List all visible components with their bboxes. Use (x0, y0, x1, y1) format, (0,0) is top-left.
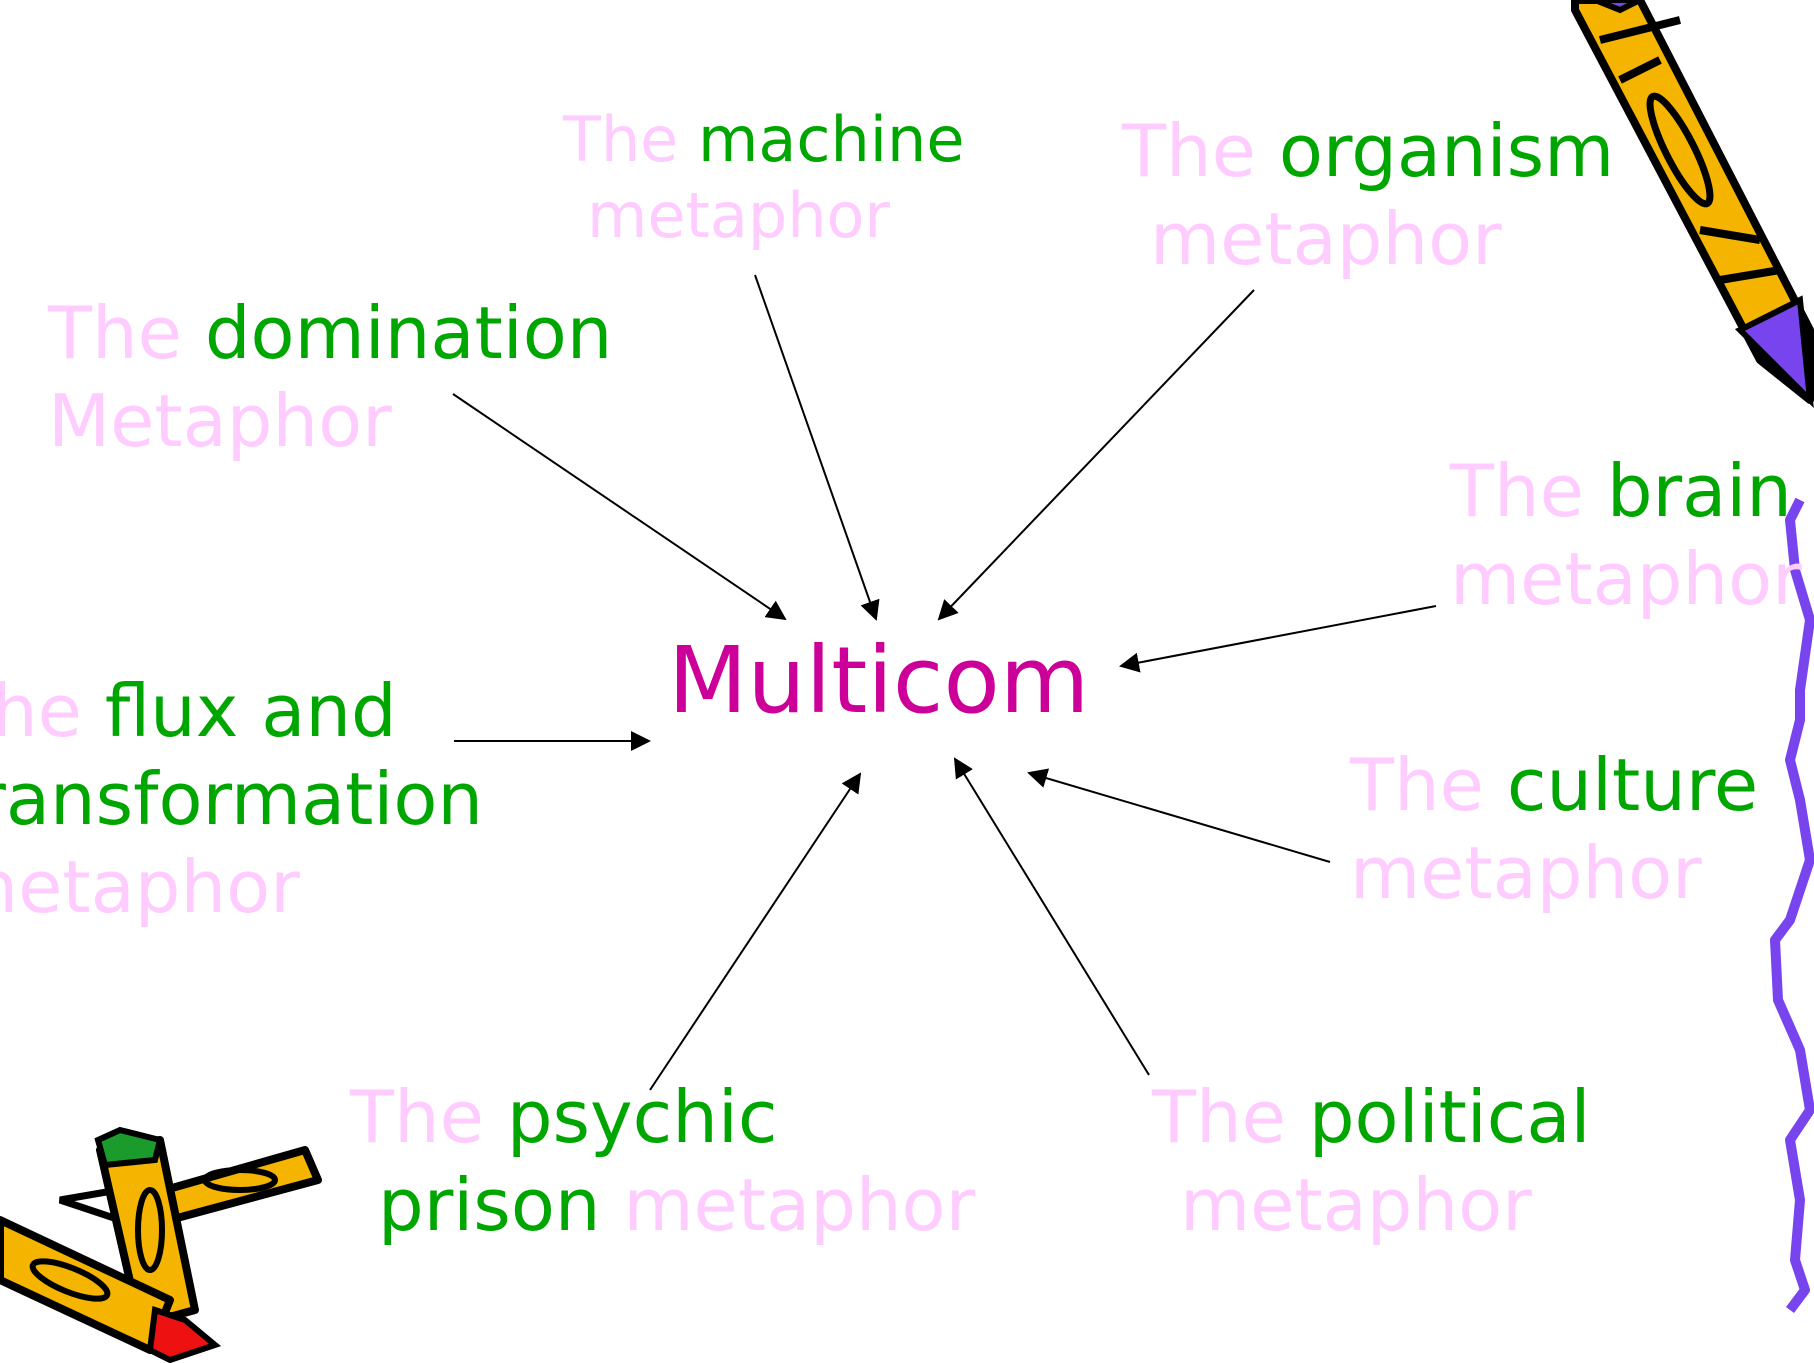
node-brain: The brain metaphor (1450, 449, 1802, 621)
pencil-icon (1571, 0, 1814, 409)
node-political: The political metaphor (1152, 1075, 1591, 1247)
node-flux: The flux and transformation metaphor (0, 669, 484, 929)
arrow-machine (754, 274, 880, 621)
arrow-brain (1119, 605, 1437, 673)
arrow-psychic (649, 772, 862, 1091)
pencils-icon (0, 1126, 322, 1363)
node-domination: The domination Metaphor (48, 291, 613, 463)
squiggle-icon (1770, 497, 1814, 1313)
arrow-organism (937, 289, 1255, 621)
node-organism: The organism metaphor (1122, 109, 1615, 281)
node-psychic: The psychic prison metaphor (350, 1075, 976, 1247)
arrow-culture (1027, 768, 1331, 863)
node-culture: The culture metaphor (1350, 743, 1759, 915)
center-node: Multicom (668, 627, 1090, 734)
arrow-political (953, 757, 1150, 1076)
node-machine: The machine metaphor (563, 103, 965, 252)
arrow-domination (452, 393, 787, 621)
